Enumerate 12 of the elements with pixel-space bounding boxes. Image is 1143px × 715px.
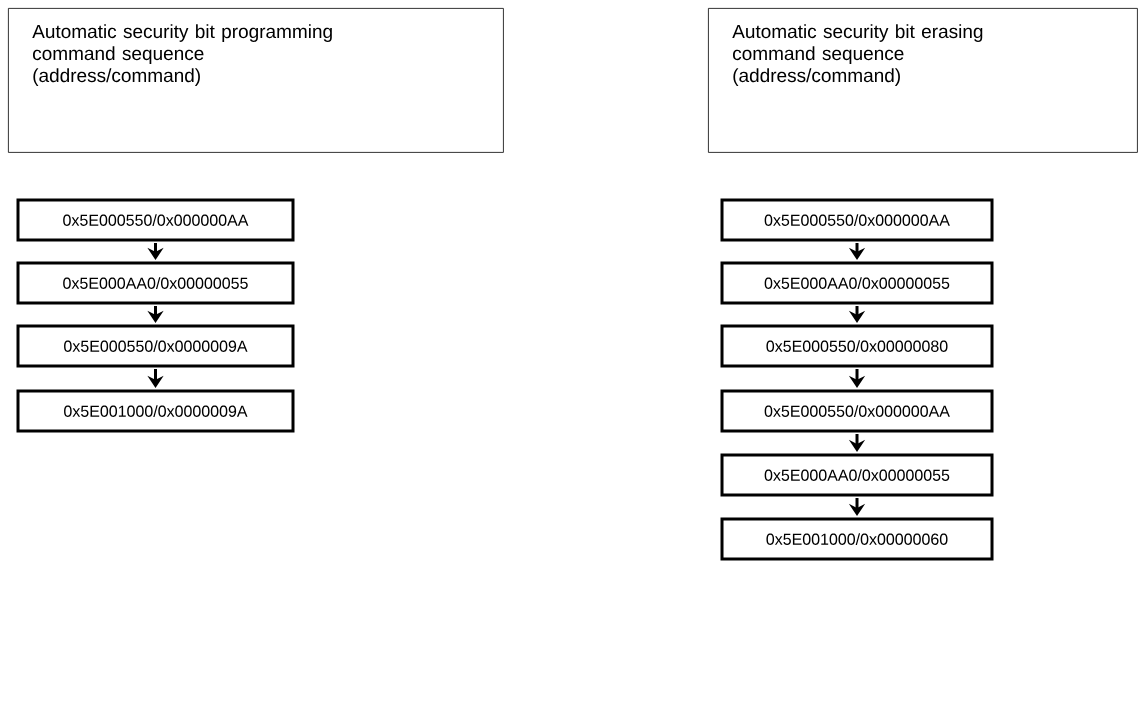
process-box: 0x5E000AA0/0x00000055 [720,453,994,497]
process-box: 0x5E000550/0x0000009A [16,324,295,368]
process-box: 0x5E000550/0x000000AA [16,198,295,242]
title-box: Automatic security bit erasing command sequence (address/command) [708,8,1138,153]
process-box: 0x5E000550/0x00000080 [720,324,994,368]
process-box: 0x5E000550/0x000000AA [720,389,994,433]
process-box: 0x5E000AA0/0x00000055 [16,261,295,305]
process-box: 0x5E000AA0/0x00000055 [720,261,994,305]
process-box: 0x5E001000/0x0000009A [16,389,295,433]
title-box: Automatic security bit programming command sequence (address/command) [8,8,504,153]
process-box: 0x5E000550/0x000000AA [720,198,994,242]
process-box: 0x5E001000/0x00000060 [720,517,994,561]
